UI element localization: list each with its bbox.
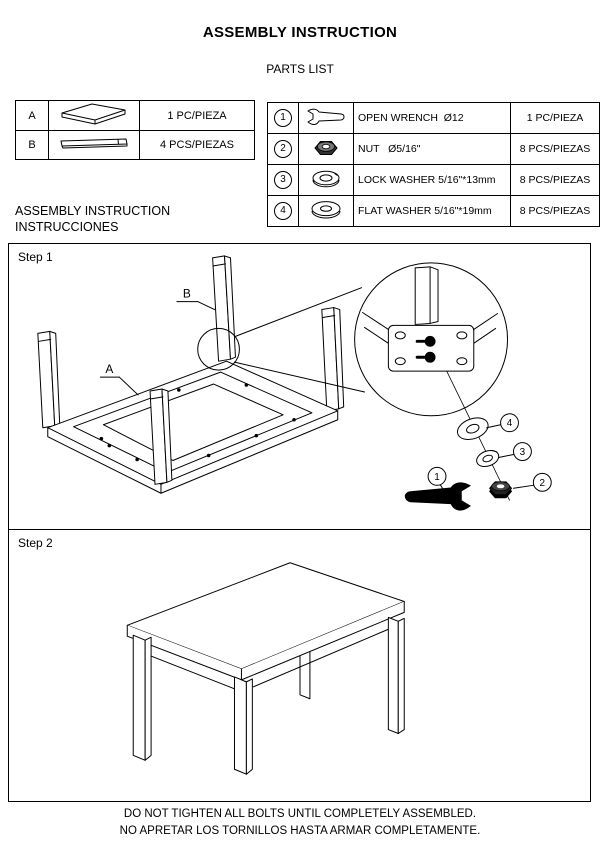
step2-diagram xyxy=(126,562,405,775)
circled-number: 1 xyxy=(274,109,292,127)
svg-text:3: 3 xyxy=(520,447,526,458)
part-qty: 1 PC/PIEZA xyxy=(139,100,255,131)
table-top-inverted xyxy=(47,360,339,494)
step1-label: Step 1 xyxy=(18,250,53,264)
part-name: LOCK WASHER 5/16"*13mm xyxy=(353,164,511,196)
table-leg-front xyxy=(149,388,173,485)
part-id: B xyxy=(15,130,49,160)
footer-warning: DO NOT TIGHTEN ALL BOLTS UNTIL COMPLETEL… xyxy=(0,806,600,840)
part-number: 3 xyxy=(267,164,299,196)
flat-washer-graphic xyxy=(456,417,489,440)
part-qty: 1 PC/PIEZA xyxy=(510,102,600,134)
step1-panel: Step 1 xyxy=(8,243,591,530)
table-row: 1 OPEN WRENCH Ø12 1 PC/PIEZA xyxy=(267,102,600,134)
callout-lock-washer: 3 xyxy=(498,442,532,461)
step1-diagram: B A xyxy=(37,255,552,511)
open-wrench-icon xyxy=(298,102,354,134)
svg-text:4: 4 xyxy=(507,418,513,429)
svg-text:A: A xyxy=(105,362,113,376)
table-leg-left xyxy=(37,330,61,429)
part-qty: 8 PCS/PIEZAS xyxy=(510,195,600,227)
lock-washer-icon xyxy=(298,164,354,196)
parts-list-heading: PARTS LIST xyxy=(266,62,334,76)
flat-washer-icon xyxy=(298,195,354,227)
doc-title: ASSEMBLY INSTRUCTION xyxy=(202,24,398,41)
nut-icon xyxy=(298,133,354,165)
svg-text:B: B xyxy=(183,287,191,301)
magnifier-source-circle xyxy=(197,327,240,371)
part-number: 2 xyxy=(267,133,299,165)
part-name: FLAT WASHER 5/16"*19mm xyxy=(353,195,511,227)
step2-label: Step 2 xyxy=(18,536,53,550)
callout-wrench: 1 xyxy=(427,466,447,493)
part-qty: 8 PCS/PIEZAS xyxy=(510,164,600,196)
table-leg-front xyxy=(233,676,253,775)
section-heading: ASSEMBLY INSTRUCTION INSTRUCCIONES xyxy=(15,203,170,235)
apron xyxy=(150,628,389,690)
part-name: NUT Ø5/16" xyxy=(353,133,511,165)
circled-number: 2 xyxy=(274,140,292,158)
part-name: OPEN WRENCH Ø12 xyxy=(353,102,511,134)
table-row: B 4 PCS/PIEZAS xyxy=(15,130,255,160)
part-label-b: B xyxy=(176,287,216,311)
section-heading-en: ASSEMBLY INSTRUCTION xyxy=(15,204,171,218)
table-leg-icon xyxy=(48,130,140,160)
part-label-a: A xyxy=(99,362,139,396)
assembled-table-top xyxy=(126,562,405,681)
circled-number: 4 xyxy=(274,202,292,220)
table-row: 3 LOCK WASHER 5/16"*13mm 8 PCS/PIEZAS xyxy=(267,164,600,196)
svg-text:1: 1 xyxy=(434,472,440,483)
circled-number: 3 xyxy=(274,171,292,189)
table-leg-right xyxy=(321,307,345,412)
table-row: 2 NUT Ø5/16" 8 PCS/PIEZAS xyxy=(267,133,600,165)
part-number: 1 xyxy=(267,102,299,134)
lock-washer-graphic xyxy=(476,449,500,468)
table-leg-right xyxy=(387,616,405,734)
part-qty: 8 PCS/PIEZAS xyxy=(510,133,600,165)
part-number: 4 xyxy=(267,195,299,227)
footer-warning-en: DO NOT TIGHTEN ALL BOLTS UNTIL COMPLETEL… xyxy=(123,808,477,820)
callout-flat-washer: 4 xyxy=(486,413,519,433)
callout-nut: 2 xyxy=(513,472,552,492)
wrench-graphic xyxy=(404,482,471,511)
apron-bolts xyxy=(99,383,296,462)
parts-table-hardware: 1 OPEN WRENCH Ø12 1 PC/PIEZA 2 NUT Ø5/16… xyxy=(267,102,600,227)
parts-table-main: A 1 PC/PIEZA B xyxy=(15,100,255,160)
footer-warning-es: NO APRETAR LOS TORNILLOS HASTA ARMAR COM… xyxy=(119,825,481,837)
svg-text:2: 2 xyxy=(540,478,546,489)
part-qty: 4 PCS/PIEZAS xyxy=(139,130,255,160)
nut-graphic xyxy=(489,481,513,499)
table-leg-back xyxy=(212,255,236,362)
part-id: A xyxy=(15,100,49,131)
table-leg-left xyxy=(132,634,152,761)
table-top-icon xyxy=(48,100,140,131)
table-row: 4 FLAT WASHER 5/16"*19mm 8 PCS/PIEZAS xyxy=(267,195,600,227)
step2-panel: Step 2 xyxy=(8,529,591,802)
section-heading-es: INSTRUCCIONES xyxy=(15,220,119,234)
corner-bolts xyxy=(415,335,436,363)
table-row: A 1 PC/PIEZA xyxy=(15,100,255,131)
